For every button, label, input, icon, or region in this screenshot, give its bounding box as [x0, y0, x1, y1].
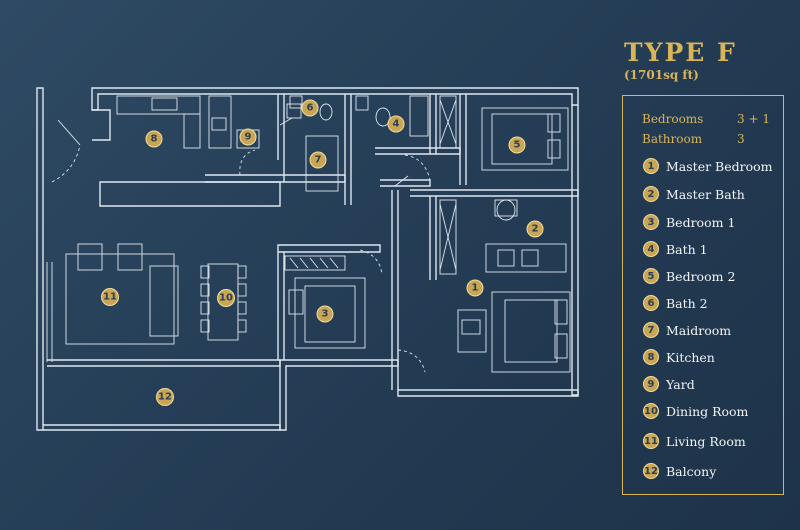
legend-badge: 10 [643, 403, 659, 419]
room-marker-1: 1 [466, 279, 484, 297]
svg-text:11: 11 [103, 292, 117, 303]
doors [51, 117, 431, 373]
summary-label: Bathroom [642, 132, 703, 146]
svg-text:3: 3 [322, 309, 329, 320]
legend-label: Balcony [666, 463, 717, 479]
legend-badge: 7 [643, 322, 659, 338]
legend-badge: 11 [643, 433, 659, 449]
summary-label: Bedrooms [642, 112, 704, 126]
room-marker-12: 12 [156, 388, 174, 406]
summary-value: 3 + 1 [737, 112, 770, 126]
room-marker-8: 8 [145, 130, 163, 148]
plan-area: (1701sq ft) [624, 68, 699, 82]
interior-walls [99, 94, 579, 390]
legend-badge: 5 [643, 268, 659, 284]
beds [288, 107, 571, 373]
svg-text:9: 9 [245, 132, 252, 143]
legend-label: Kitchen [666, 349, 715, 365]
svg-text:8: 8 [151, 134, 158, 145]
legend-badge: 9 [643, 376, 659, 392]
legend-item: 9 Yard [643, 375, 695, 393]
room-marker-10: 10 [217, 289, 235, 307]
legend-label: Bath 1 [666, 241, 708, 257]
legend-item: 2 Master Bath [643, 185, 745, 203]
legend-label: Yard [666, 376, 695, 392]
room-marker-2: 2 [526, 220, 544, 238]
bath-fixtures [286, 95, 567, 273]
living-dining-furniture [46, 243, 247, 362]
legend-item: 8 Kitchen [643, 348, 715, 366]
wardrobes [284, 95, 457, 275]
plan-title: TYPE F [624, 38, 737, 67]
svg-text:10: 10 [219, 293, 233, 304]
legend-item: 7 Maidroom [643, 321, 731, 339]
legend-label: Living Room [666, 433, 746, 449]
legend-item: 3 Bedroom 1 [643, 213, 735, 231]
legend-item: 11 Living Room [643, 432, 746, 450]
legend-item: 10 Dining Room [643, 402, 748, 420]
room-marker-5: 5 [508, 136, 526, 154]
svg-text:7: 7 [315, 155, 322, 166]
svg-text:5: 5 [514, 140, 521, 151]
room-marker-7: 7 [309, 151, 327, 169]
room-marker-3: 3 [316, 305, 334, 323]
legend-badge: 2 [643, 186, 659, 202]
svg-text:4: 4 [393, 119, 400, 130]
legend-item: 5 Bedroom 2 [643, 267, 735, 285]
room-markers: 1 2 3 4 5 6 7 8 9 10 11 12 [101, 99, 544, 406]
legend-label: Master Bedroom [666, 158, 773, 174]
legend-badge: 6 [643, 295, 659, 311]
legend-label: Master Bath [666, 186, 745, 202]
svg-text:6: 6 [307, 103, 314, 114]
legend-box: Bedrooms 3 + 1 Bathroom 3 1 Master Bedroo… [622, 95, 784, 495]
room-marker-9: 9 [239, 128, 257, 146]
room-marker-11: 11 [101, 288, 119, 306]
legend-badge: 4 [643, 241, 659, 257]
legend-badge: 1 [643, 158, 659, 174]
legend-item: 6 Bath 2 [643, 294, 708, 312]
room-marker-4: 4 [387, 115, 405, 133]
kitchen-fixtures [116, 95, 260, 149]
room-marker-6: 6 [301, 99, 319, 117]
svg-text:2: 2 [532, 224, 539, 235]
legend-label: Bedroom 1 [666, 214, 736, 230]
legend-label: Bath 2 [666, 295, 708, 311]
legend-label: Bedroom 2 [666, 268, 736, 284]
svg-text:12: 12 [158, 392, 172, 403]
svg-text:1: 1 [472, 283, 479, 294]
legend-item: 1 Master Bedroom [643, 157, 773, 175]
legend-badge: 8 [643, 349, 659, 365]
legend-item: 4 Bath 1 [643, 240, 708, 258]
legend-item: 12 Balcony [643, 462, 716, 480]
legend-label: Dining Room [666, 403, 749, 419]
legend-label: Maidroom [666, 322, 732, 338]
summary-value: 3 [737, 132, 745, 146]
legend-badge: 12 [643, 463, 659, 479]
legend-badge: 3 [643, 214, 659, 230]
